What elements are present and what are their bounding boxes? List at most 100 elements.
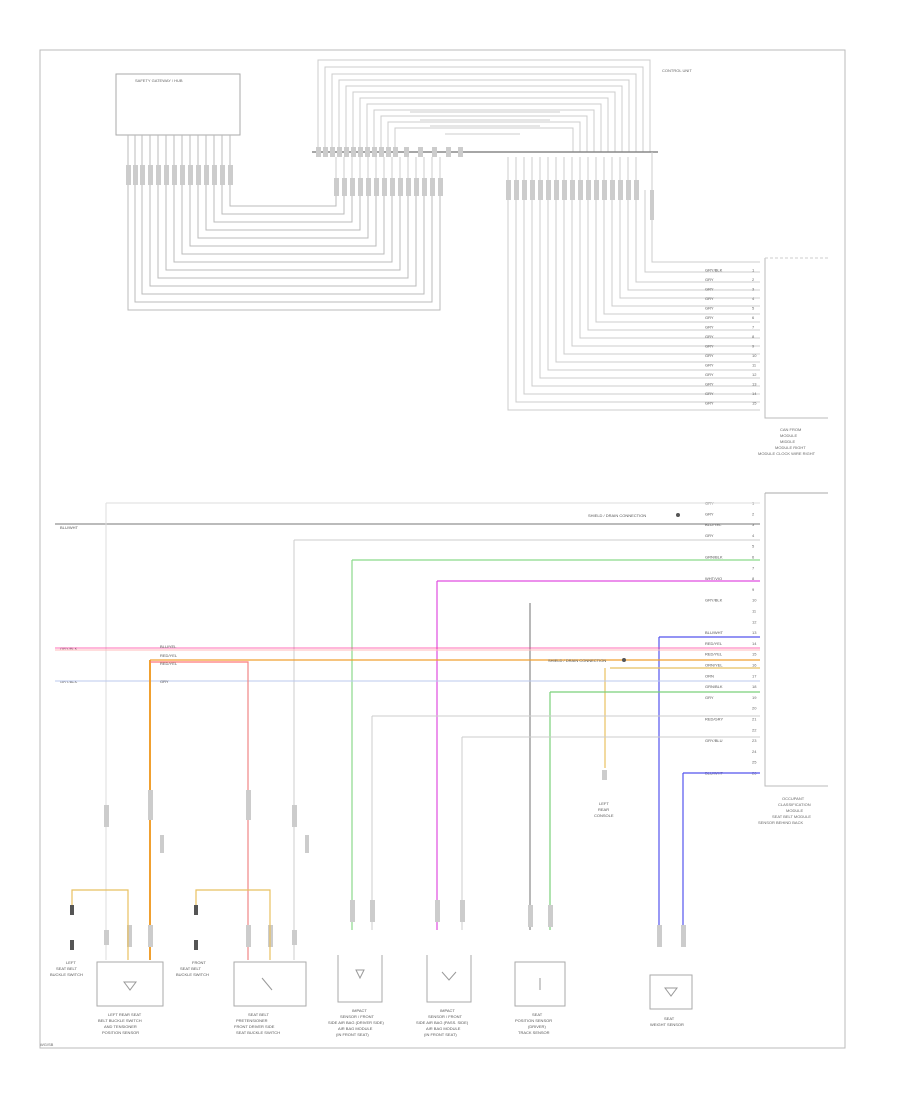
pin-number: 19 — [752, 695, 757, 700]
wire-green — [351, 559, 760, 930]
top-center-connectors-a — [316, 147, 463, 157]
top-center-note: CONTROL UNIT — [662, 68, 692, 73]
right-lower-module-label-2: CLASSIFICATION — [778, 802, 811, 807]
pin-wire-label: GRY/BLK — [705, 268, 723, 273]
top-left-harness — [127, 135, 441, 311]
pin-number: 10 — [752, 353, 757, 358]
component-5-label-4: TRACK SENSOR — [518, 1030, 550, 1035]
component-4-label-2: SENSOR / FRONT — [428, 1014, 463, 1019]
wire-grey-lower-1 — [371, 715, 760, 930]
pin-wire-label: GRY — [705, 353, 714, 358]
top-center-module — [317, 59, 651, 152]
top-left-module-label: SAFETY GATEWAY / HUB — [135, 78, 183, 83]
pin-number: 2 — [752, 511, 755, 516]
pin-wire-label: GRY/BLK — [705, 598, 723, 603]
splice-label-1: SHIELD / DRAIN CONNECTION — [588, 513, 646, 518]
pin-number: 13 — [752, 382, 757, 387]
pin-number: 9 — [752, 344, 755, 349]
pin-wire-label: GRY — [705, 391, 714, 396]
left-small-label-1a: LEFT — [66, 960, 76, 965]
right-lower-module-label-3: MODULE — [786, 808, 803, 813]
splice-1 — [676, 513, 680, 517]
pin-wire-label: GRY — [705, 296, 714, 301]
wire-grey-lower-2 — [461, 736, 760, 930]
pin-wire-label: GRY/BLU — [705, 738, 723, 743]
pin-wire-label: GRY — [705, 511, 714, 516]
pin-number: 3 — [752, 522, 755, 527]
component-4: IMPACT SENSOR / FRONT SIDE AIR BAG (PASS… — [416, 955, 472, 1037]
component-3-label-5: (IN FRONT SEAT) — [336, 1032, 369, 1037]
component-4-label-1: IMPACT — [440, 1008, 455, 1013]
pin-number: 6 — [752, 555, 755, 560]
component-5-label-3: (DRIVER) — [528, 1024, 546, 1029]
footer-code: WG/SB — [40, 1042, 54, 1047]
pin-wire-label: RED/YEL — [705, 641, 723, 646]
right-upper-connectors — [506, 180, 654, 220]
pin-number: 25 — [752, 760, 757, 765]
component-6: SEAT WEIGHT SENSOR — [649, 974, 693, 1027]
component-5-label-2: POSITION SENSOR — [515, 1018, 552, 1023]
pin-number: 4 — [752, 533, 755, 538]
right-lower-module-label-5: SENSOR BEHIND BACK — [758, 820, 803, 825]
left-small-label-1c: BUCKLE SWITCH — [50, 972, 83, 977]
pin-wire-label: GRY — [705, 315, 714, 320]
ground-symbol: LEFT REAR CONSOLE — [594, 770, 614, 818]
pin-wire-label: GRY — [705, 277, 714, 282]
pin-number: 7 — [752, 565, 755, 570]
right-lower-module: OCCUPANT CLASSIFICATION MODULE SEAT BELT… — [758, 492, 828, 825]
component-4-label-5: (IN FRONT SEAT) — [424, 1032, 457, 1037]
pin-wire-label: GRY — [705, 306, 714, 311]
wire-label-red-yel-2: RED/YEL — [160, 661, 178, 666]
component-3-label-4: AIR BAG MODULE — [338, 1026, 373, 1031]
pin-number: 9 — [752, 587, 755, 592]
pin-wire-label: GRY — [705, 334, 714, 339]
wire-grey-mid-drop — [293, 539, 760, 960]
left-small-label-2b: SEAT BELT — [180, 966, 201, 971]
pin-wire-label: GRN/BLK — [705, 684, 723, 689]
loop-yellow-right — [195, 889, 271, 960]
component-2-label-1: SEAT BELT — [248, 1012, 269, 1017]
pin-number: 23 — [752, 738, 757, 743]
left-small-label-2a: FRONT — [192, 960, 206, 965]
pin-number: 6 — [752, 315, 755, 320]
pin-wire-label: GRY — [705, 401, 714, 406]
pin-number: 2 — [752, 277, 755, 282]
pin-number: 7 — [752, 325, 755, 330]
pin-number: 8 — [752, 576, 755, 581]
component-3-label-3: SIDE AIR BAG (DRIVER SIDE) — [328, 1020, 384, 1025]
component-2-label-3: FRONT DRIVER SIDE — [234, 1024, 275, 1029]
component-2: SEAT BELT PRETENSIONER FRONT DRIVER SIDE… — [233, 961, 307, 1035]
pin-number: 14 — [752, 391, 757, 396]
right-lower-module-label-1: OCCUPANT — [782, 796, 805, 801]
pin-wire-label: ORN/YEL — [705, 663, 723, 668]
top-left-module: SAFETY GATEWAY / HUB — [115, 73, 241, 136]
pin-number: 16 — [752, 663, 757, 668]
diagram-frame — [39, 49, 846, 1049]
wire-blue-1 — [658, 636, 760, 930]
component-6-label-2: WEIGHT SENSOR — [650, 1022, 684, 1027]
pin-wire-label: GRY — [705, 533, 714, 538]
right-upper-module: CAN FROM MODULE MIDDLE MODULE RIGHT MODU… — [758, 257, 828, 456]
wire-magenta — [436, 580, 760, 930]
pin-wire-label: GRY — [705, 372, 714, 377]
pin-wire-label: ORN — [705, 673, 714, 678]
pin-number: 15 — [752, 652, 757, 657]
pin-number: 11 — [752, 609, 757, 614]
top-left-connectors — [126, 165, 233, 185]
pin-wire-label: GRN/BLK — [705, 555, 723, 560]
pin-wire-label: RED/GRY — [705, 717, 723, 722]
left-small-label-1b: SEAT BELT — [56, 966, 77, 971]
component-1-label-1: LEFT REAR SEAT — [108, 1012, 142, 1017]
left-node-1: BLU/WHT — [60, 525, 79, 530]
pin-wire-label: RED/YEL — [705, 652, 723, 657]
lower-pin-labels: GRY1GRY2BLU/YEL3GRY45GRN/BLK67WHT/VIO89G… — [705, 501, 757, 776]
component-4-label-3: SIDE AIR BAG (PASS. SIDE) — [416, 1020, 469, 1025]
right-upper-module-label-1: CAN FROM — [780, 427, 801, 432]
pin-wire-label: GRY — [705, 695, 714, 700]
component-5-label-1: SEAT — [532, 1012, 543, 1017]
pin-number: 3 — [752, 287, 755, 292]
pin-wire-label: BLU/YEL — [705, 522, 722, 527]
pin-number: 10 — [752, 598, 757, 603]
right-lower-module-label-4: SEAT BELT MODULE — [772, 814, 811, 819]
